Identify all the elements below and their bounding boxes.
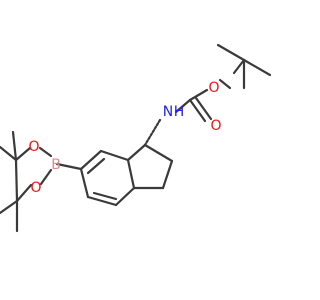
bond-tbu-4 [232, 58, 246, 75]
atom-carbonyl-oxygen: O [210, 118, 221, 134]
bond-ring6-4 [86, 195, 118, 207]
bond-ring5-5 [126, 143, 147, 162]
bond-carbonyl-double-1 [188, 98, 207, 123]
bond-ring6-1 [99, 149, 130, 162]
bond-aryl-boron [55, 162, 83, 171]
bond-boron-o-top [38, 146, 53, 158]
bond-stereo-hash [143, 118, 162, 147]
atom-label-layer: N H O O B O O [28, 80, 221, 196]
bond-pinacol-me-2 [11, 130, 18, 162]
atom-boronate-oxygen-bottom: O [30, 180, 41, 196]
atom-nitrogen-hydrogen: H [174, 104, 185, 120]
bond-tbu-2 [242, 58, 272, 77]
bond-o-top-c [14, 146, 32, 162]
bond-carbonyl-n [174, 98, 192, 114]
bond-o-bottom-c [15, 183, 33, 203]
bond-pinacol-me-3 [0, 199, 19, 215]
bond-ring6-double-1 [86, 157, 106, 175]
bond-ring6-double-2 [92, 191, 118, 201]
atom-nitrogen: N [163, 104, 173, 120]
atom-boron: B [51, 157, 61, 173]
bond-layer [0, 43, 272, 233]
bond-ring5-2 [161, 159, 174, 190]
bond-ring6-2 [79, 149, 103, 171]
molecule-structure: N H O O B O O [0, 43, 272, 233]
bond-boron-o-bottom [39, 168, 53, 186]
bond-ring6-5 [114, 186, 136, 207]
atom-ether-oxygen: O [208, 80, 219, 96]
atom-boronate-oxygen-top: O [28, 139, 39, 155]
bond-carbonyl-double-2 [194, 96, 213, 121]
bond-o-ester-carbonyl [188, 88, 209, 102]
bond-ring5-1 [143, 143, 174, 163]
bond-ring6-3 [79, 167, 90, 199]
bond-tbu-3 [216, 43, 246, 62]
bond-pinacol-ring [14, 158, 19, 203]
bond-ring5-4 [126, 158, 136, 190]
bond-pinacol-me-1 [0, 145, 18, 162]
bond-o-ester-tbu [218, 78, 232, 90]
